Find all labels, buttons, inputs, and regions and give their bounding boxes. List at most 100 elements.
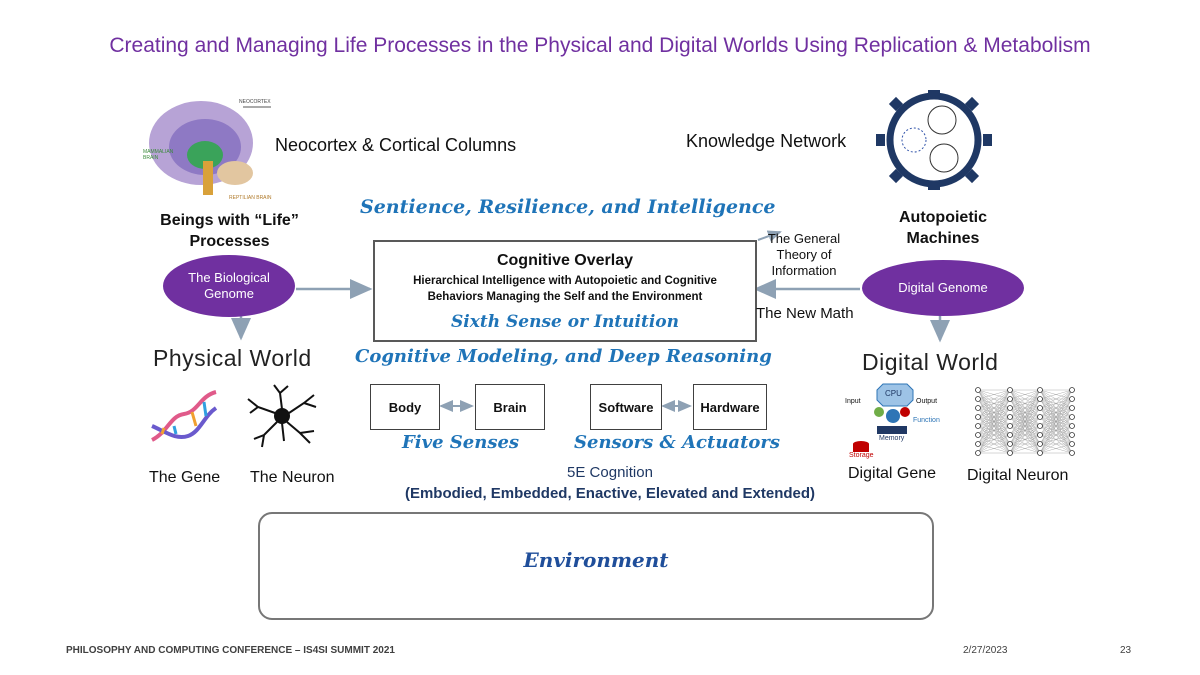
neocortex-caption: NEOCORTEX [239,99,271,105]
nn-connection [1009,389,1041,445]
body-box: Body [370,384,440,430]
digital-gene-diagram: CPU Input Output Function Memory Storage [845,382,950,462]
nn-node [975,396,981,402]
nn-connection [977,389,1011,400]
nn-connection [1009,389,1041,409]
nn-connection [1039,398,1073,454]
cognition-description: (Embodied, Embedded, Enactive, Elevated … [404,485,816,502]
general-theory-label: The General Theory of Information [767,231,841,278]
mammalian-caption: MAMMALIAN BRAIN [143,149,174,161]
nn-connection [1009,416,1041,454]
nn-connection [1009,434,1041,454]
digital-genome-ellipse: Digital Genome [862,260,1024,316]
nn-connection [1039,389,1073,427]
sensors-actuators-label: Sensors & Actuators [574,432,781,453]
output-text: Output [916,398,938,405]
nn-node [1037,405,1043,411]
new-math-label: The New Math [756,305,854,322]
memory-text: Memory [879,435,905,442]
nn-node [1007,405,1013,411]
nn-connection [1009,389,1041,436]
brain-illustration: NEOCORTEX MAMMALIAN BRAIN REPTILIAN BRAI… [143,95,273,205]
nn-connection [1039,443,1073,454]
nn-node [1069,432,1075,438]
nn-node [1007,396,1013,402]
cognitive-modeling-heading: Cognitive Modeling, and Deep Reasoning [355,346,772,367]
nn-node [1037,450,1043,456]
nn-connection [1039,425,1073,454]
footer-page-number: 23 [1120,645,1132,656]
nn-node [975,432,981,438]
software-box: Software [590,384,662,430]
nn-connection [977,389,1011,445]
input-text: Input [845,398,861,405]
nn-connection [977,389,1011,454]
nn-connection [1009,398,1041,454]
beings-label: Beings with “Life” Processes [160,212,299,250]
nn-connection [977,389,1011,418]
neuron-label: The Neuron [250,469,335,486]
nn-connection [1039,389,1073,409]
biological-genome-ellipse: The Biological Genome [163,255,295,317]
nn-connection [977,407,1011,454]
nn-connection [1039,407,1073,454]
neuron-icon [244,383,320,449]
nn-connection [1009,389,1041,400]
nn-connection [1039,389,1073,445]
nn-connection [1039,416,1073,454]
nn-connection [1039,389,1073,454]
nn-node [1007,387,1013,393]
brain-box: Brain [475,384,545,430]
nn-node [975,450,981,456]
digital-gene-label: Digital Gene [848,465,937,482]
nn-node [1069,423,1075,429]
autopoietic-machines-label: Autopoietic Machines [899,209,987,247]
cognitive-overlay-box: Cognitive Overlay Hierarchical Intellige… [373,240,757,342]
nn-node [1037,432,1043,438]
nn-node [975,405,981,411]
nn-connection [977,398,1011,454]
nn-node [1069,450,1075,456]
nn-node [1069,414,1075,420]
sixth-sense-label: Sixth Sense or Intuition [451,312,679,332]
nn-node [975,423,981,429]
nn-node [1037,387,1043,393]
cognition-title: 5E Cognition [567,464,653,481]
nn-connection [977,434,1011,454]
footer-date: 2/27/2023 [963,645,1008,656]
nn-connection [1009,389,1041,454]
digital-neuron-label: Digital Neuron [967,467,1069,484]
gene-label: The Gene [149,469,221,486]
neocortex-label: Neocortex & Cortical Columns [275,135,517,155]
dna-icon [148,388,220,450]
knowledge-network-gear [876,90,992,190]
slide-title: Creating and Managing Life Processes in … [109,34,1091,57]
nn-node [975,387,981,393]
environment-label: Environment [523,548,669,572]
function-text: Function [913,417,940,424]
nn-connection [1009,407,1041,454]
knowledge-network-label: Knowledge Network [686,131,847,151]
nn-node [1007,432,1013,438]
nn-node [975,414,981,420]
nn-node [1037,396,1043,402]
cpu-text: CPU [885,389,902,398]
nn-node [1007,423,1013,429]
nn-connection [977,389,1011,436]
environment-box: Environment [258,512,934,620]
nn-node [1007,441,1013,447]
physical-world-label: Physical World [153,345,312,371]
nn-node [1037,441,1043,447]
arrow-overlay-to-theory [757,230,782,242]
nn-connection [1039,389,1073,436]
overlay-title: Cognitive Overlay [496,252,634,269]
reptilian-caption: REPTILIAN BRAIN [229,195,272,201]
nn-connection [1039,389,1073,418]
nn-node [1069,396,1075,402]
nn-node [1069,441,1075,447]
nn-connection [1009,443,1041,454]
nn-connection [977,389,1011,409]
digital-world-label: Digital World [862,349,999,375]
nn-connection [1039,389,1073,400]
